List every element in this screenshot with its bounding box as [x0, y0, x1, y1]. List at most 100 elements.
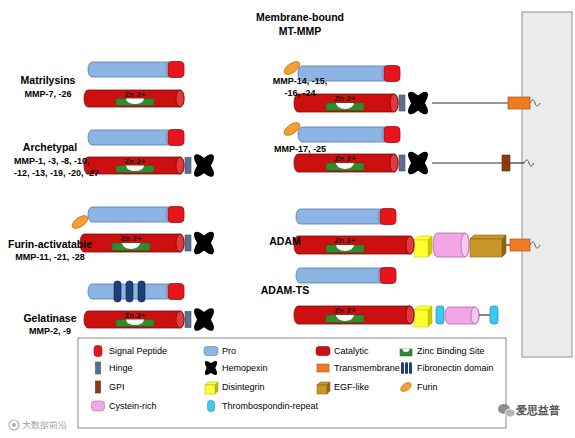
- catalytic-cylinder-face: [176, 90, 184, 107]
- legend-frame: [78, 338, 506, 428]
- wechat-icon: [498, 404, 515, 417]
- zinc-label: Zn 2+: [328, 306, 362, 315]
- group-name: Gelatinase: [0, 311, 100, 325]
- furin-site: [282, 120, 302, 138]
- legend-text: Signal Peptide: [109, 345, 167, 357]
- hemopexin-blade: [405, 89, 431, 118]
- cystein-rich-domain-face: [471, 307, 479, 324]
- thrombospondin-repeat: [436, 306, 444, 324]
- watermark: 大数据前沿: [22, 419, 102, 431]
- legend-text: Disintegrin: [222, 381, 265, 393]
- legend-item: Furin: [398, 379, 438, 395]
- pro-domain-body: [298, 127, 390, 142]
- zinc-binding-site: [116, 166, 154, 173]
- group-name: ADAM: [235, 234, 335, 248]
- pro-domain-body: [88, 130, 174, 145]
- catalytic-cylinder-face: [390, 94, 398, 112]
- catalytic-cylinder: [294, 236, 414, 254]
- catalytic-domain: Zn 2+: [79, 233, 185, 253]
- legend-text: Transmembrane: [334, 362, 400, 374]
- legend-swatch: [203, 379, 219, 395]
- legend-text: Catalytic: [334, 345, 369, 357]
- signal-peptide: [384, 127, 400, 143]
- zinc-pocket: [126, 320, 144, 326]
- legend-swatch: [90, 360, 106, 376]
- hemopexin-blade: [405, 149, 431, 178]
- legend-item: Hinge: [90, 360, 133, 376]
- catalytic-domain: Zn 2+: [293, 305, 415, 325]
- hemopexin: [191, 305, 217, 334]
- legend-item: Cystein-rich: [90, 398, 157, 414]
- zinc-pocket: [336, 103, 354, 109]
- signal-peptide: [168, 62, 184, 78]
- hemopexin-blade: [191, 151, 217, 180]
- disintegrin: [414, 236, 432, 257]
- egf-like-domain-front: [470, 239, 502, 257]
- legend-sample: [208, 401, 215, 412]
- legend-sample-side: [215, 382, 218, 394]
- zinc-pocket: [126, 99, 144, 105]
- member-list: MMP-14, -15, -16, -24: [268, 75, 332, 99]
- hemopexin: [191, 151, 217, 180]
- legend-item: Signal Peptide: [90, 343, 167, 359]
- legend-item: Transmembrane: [315, 360, 400, 376]
- catalytic-cylinder-face: [176, 234, 184, 252]
- group-name: Matrilysins: [0, 73, 98, 87]
- legend-item: Catalytic: [315, 343, 369, 359]
- catalytic-cylinder-face: [406, 306, 414, 324]
- catalytic-domain: Zn 2+: [293, 235, 415, 255]
- catalytic-cylinder: [84, 90, 184, 107]
- legend-text: Furin: [417, 381, 438, 393]
- membrane-anchor: [530, 100, 540, 106]
- linker: [506, 244, 510, 245]
- group-name: Furin-activatable: [0, 237, 100, 251]
- hemopexin-blade: [191, 229, 217, 258]
- zinc-pocket: [336, 245, 354, 251]
- legend-item: Pro: [203, 343, 236, 359]
- zinc-label: Zn 2+: [114, 234, 148, 243]
- legend-text: EGF-like: [334, 381, 369, 393]
- legend-sample: [205, 382, 218, 394]
- legend-item: Thrombospondin-repeat: [203, 398, 318, 414]
- legend-sample-front: [317, 385, 327, 394]
- zinc-label: Zn 2+: [118, 157, 152, 166]
- zinc-binding-site: [326, 245, 364, 253]
- egf-like-domain-side: [502, 235, 506, 257]
- linker: [432, 162, 502, 163]
- legend-sample: [94, 346, 102, 357]
- cystein-rich-domain-face: [461, 233, 469, 257]
- group-name: Archetypal: [0, 140, 100, 154]
- hinge: [185, 235, 191, 251]
- watermark-circle: [9, 420, 19, 430]
- thrombospondin-repeat: [490, 306, 498, 324]
- legend-item: Zinc Binding Site: [398, 343, 485, 359]
- fibronectin-domain: [138, 281, 145, 302]
- zinc-binding-site: [326, 103, 364, 111]
- legend-swatch: [315, 343, 331, 359]
- catalytic-cylinder-body: [294, 154, 398, 172]
- legend-sample: [96, 381, 101, 393]
- member-list: MMP-7, -26: [0, 88, 98, 100]
- legend-swatch: [90, 343, 106, 359]
- egf-like-domain: [470, 235, 506, 257]
- legend-item: GPI: [90, 379, 125, 395]
- hinge: [185, 158, 191, 174]
- fibronectin-domain: [114, 281, 121, 302]
- legend-item: Hemopexin: [203, 360, 268, 376]
- catalytic-cylinder-face: [176, 157, 184, 174]
- membrane-anchor: [530, 242, 540, 248]
- transmembrane: [508, 97, 530, 109]
- catalytic-cylinder: [294, 306, 414, 324]
- legend-sample-side: [327, 382, 330, 394]
- zinc-binding-site: [116, 99, 154, 106]
- member-list: MMP-17, -25: [250, 143, 350, 155]
- wechat-bubble: [505, 409, 515, 417]
- catalytic-cylinder-face: [390, 154, 398, 172]
- legend-swatch: [398, 379, 414, 395]
- hemopexin-blade: [191, 305, 217, 334]
- catalytic-domain: Zn 2+: [293, 153, 399, 173]
- zinc-label: Zn 2+: [118, 311, 152, 320]
- zinc-pocket: [336, 315, 354, 321]
- catalytic-cylinder-face: [176, 311, 184, 328]
- zinc-label: Zn 2+: [118, 90, 152, 99]
